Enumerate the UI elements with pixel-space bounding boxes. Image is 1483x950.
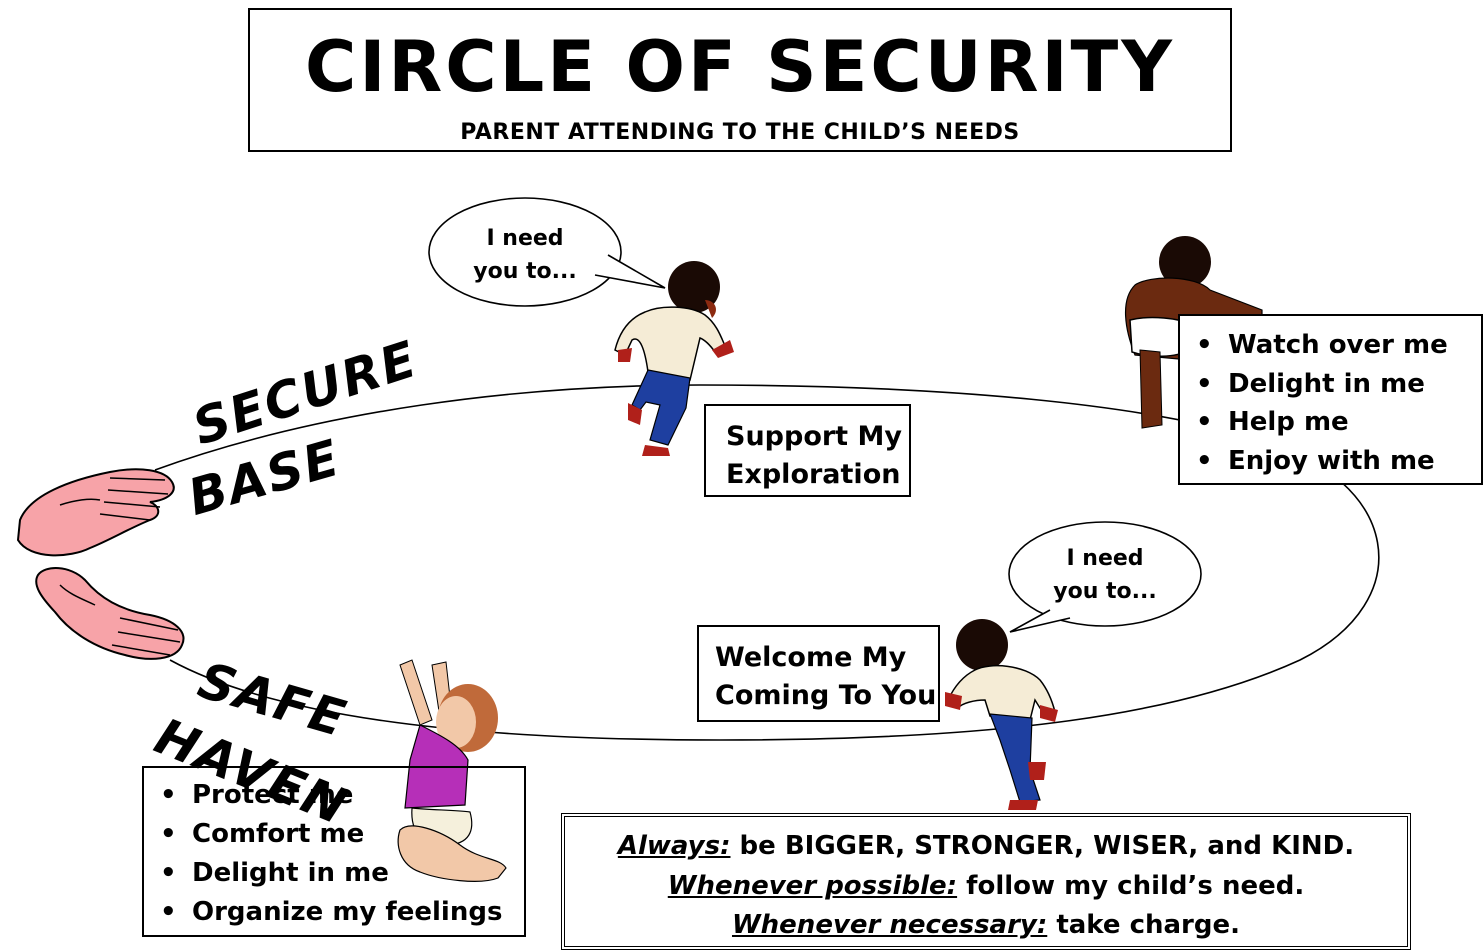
rule-always-label: Always: [617, 831, 731, 861]
bubble-top-text: I need you to... [460, 222, 590, 288]
lower-hand-icon [35, 567, 185, 660]
rule-possible-text: follow my child’s need. [966, 871, 1305, 901]
upper-hand-icon [16, 468, 175, 557]
welcome-line1: Welcome My [715, 642, 907, 673]
list-item: Protect me [154, 776, 524, 815]
welcome-coming-box: Welcome My Coming To You [697, 625, 940, 722]
list-item: Comfort me [154, 815, 524, 854]
list-item: Enjoy with me [1190, 442, 1481, 481]
list-item: Delight in me [154, 854, 524, 893]
exploration-needs-box: Watch over me Delight in me Help me Enjo… [1178, 314, 1483, 485]
rule-possible: Whenever possible: follow my child’s nee… [565, 871, 1407, 901]
list-item: Delight in me [1190, 365, 1481, 404]
circle-path [154, 384, 1380, 741]
list-item: Watch over me [1190, 326, 1481, 365]
page-subtitle: PARENT ATTENDING TO THE CHILD’S NEEDS [460, 120, 1020, 145]
rule-necessary: Whenever necessary: take charge. [565, 910, 1407, 940]
bubble-bottom-line2: you to... [1053, 579, 1157, 604]
support-exploration-box: Support My Exploration [704, 404, 911, 497]
bubble-bottom-line1: I need [1066, 546, 1144, 571]
speech-bubble-bottom [1008, 521, 1202, 633]
haven-needs-list: Protect me Comfort me Delight in me Orga… [154, 776, 524, 932]
haven-needs-box: Protect me Comfort me Delight in me Orga… [142, 766, 526, 937]
rule-possible-label: Whenever possible: [667, 871, 958, 901]
toddler-climbing-icon [1124, 236, 1263, 429]
support-line2: Exploration [726, 459, 901, 490]
list-item: Organize my feelings [154, 893, 524, 932]
rules-box: Always: be BIGGER, STRONGER, WISER, and … [561, 813, 1411, 950]
rule-necessary-label: Whenever necessary: [731, 910, 1048, 940]
bubble-top-line2: you to... [473, 259, 577, 284]
rule-always-text: be BIGGER, STRONGER, WISER, and KIND. [739, 831, 1355, 861]
toddler-returning-icon [945, 619, 1058, 810]
exploration-needs-list: Watch over me Delight in me Help me Enjo… [1190, 326, 1481, 480]
bubble-bottom-text: I need you to... [1040, 542, 1170, 608]
support-line1: Support My [726, 421, 902, 452]
welcome-line2: Coming To You [715, 680, 937, 711]
rule-necessary-text: take charge. [1056, 910, 1240, 940]
rule-always: Always: be BIGGER, STRONGER, WISER, and … [565, 831, 1407, 861]
toddler-exploring-icon [614, 261, 734, 456]
page-title: CIRCLE OF SECURITY [304, 26, 1175, 108]
speech-bubble-top [428, 197, 666, 307]
bubble-top-line1: I need [486, 226, 564, 251]
title-box: CIRCLE OF SECURITY PARENT ATTENDING TO T… [248, 8, 1232, 152]
list-item: Help me [1190, 403, 1481, 442]
